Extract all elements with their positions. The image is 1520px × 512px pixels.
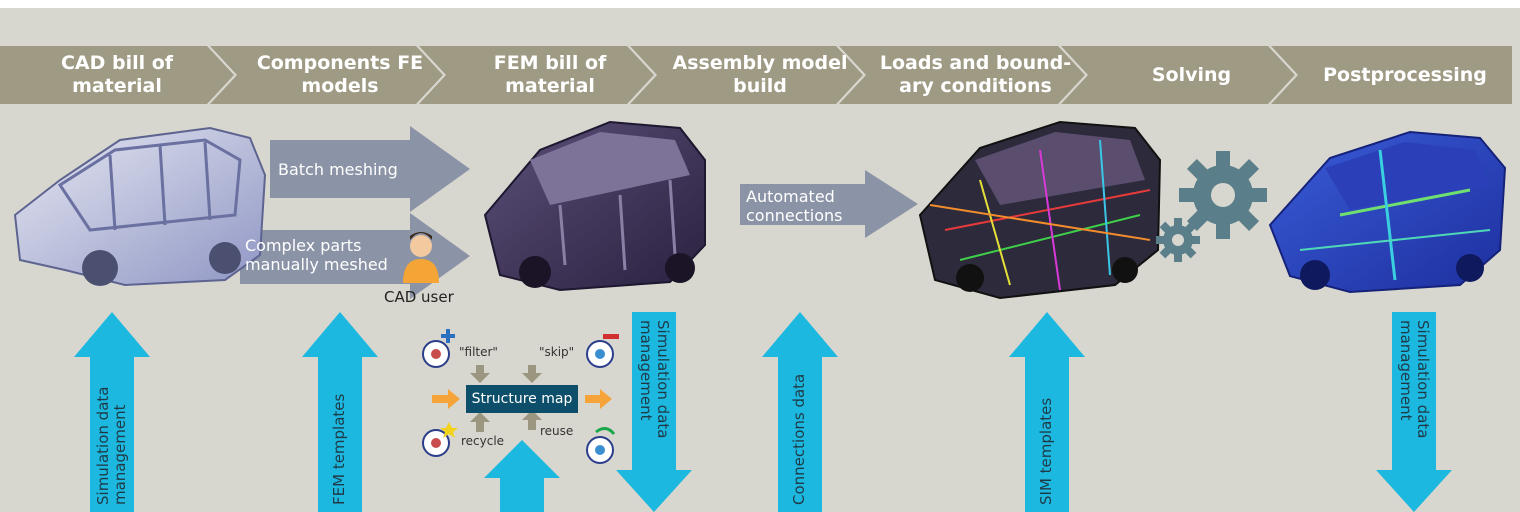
car-body-cad-image: [13, 126, 267, 287]
step-solving: Solving: [1151, 63, 1232, 86]
complex-parts-label: Complex parts manually meshed: [245, 236, 388, 274]
chevron-row: [0, 46, 1512, 104]
structure-in-arrow: [432, 389, 460, 409]
structure-map-small-arrows: [470, 365, 542, 432]
step-postprocessing: Postprocessing: [1323, 63, 1487, 86]
arrow-up-1: [74, 312, 150, 512]
car-body-assembly-image: [918, 120, 1162, 300]
automated-connections-label: Automated connections: [746, 187, 843, 225]
chevron-6: [1061, 46, 1295, 104]
arrow-down-3: [616, 312, 692, 512]
filter-label: "filter": [459, 345, 498, 359]
step-loads-and-boundary-conditions: Loads and bound- ary conditions: [879, 52, 1072, 97]
arrow-4-label: Connections data: [790, 373, 808, 505]
reuse-part-icon: [586, 427, 616, 464]
arrow-down-6: [1376, 312, 1452, 512]
structure-out-arrow: [585, 389, 612, 409]
chevron-1: [0, 46, 234, 104]
chevron-7: [1271, 46, 1512, 104]
skip-part-icon: [586, 334, 619, 368]
step-fem-bill-of-material: FEM bill of material: [493, 52, 607, 97]
arrow-up-structure: [484, 440, 560, 512]
arrow-2-label: FEM templates: [330, 393, 348, 505]
car-body-postprocessing-image: [1268, 130, 1507, 294]
reuse-label: reuse: [540, 424, 574, 438]
chevron-5: [839, 46, 1085, 104]
user-icon: [403, 232, 439, 283]
recycle-part-icon: [422, 422, 458, 457]
structure-map-box: [466, 385, 578, 413]
arrow-3-label: Simulation data management: [637, 320, 672, 439]
chevron-3: [419, 46, 654, 104]
filter-down-arrow: [470, 365, 490, 383]
batch-meshing-arrow: [270, 126, 470, 212]
arrow-up-4: [762, 312, 838, 512]
step-assembly-model-build: Assembly model build: [672, 52, 848, 97]
arrow-6-label: Simulation data management: [1397, 320, 1432, 439]
chevron-2: [210, 46, 443, 104]
arrow-5-label: SIM templates: [1037, 397, 1055, 505]
recycle-up-arrow: [470, 412, 490, 432]
cad-user-label: CAD user: [384, 288, 454, 306]
arrow-up-2: [302, 312, 378, 512]
step-components-fe-models: Components FE models: [256, 52, 424, 97]
chevron-4: [630, 46, 863, 104]
structure-map-label: Structure map: [471, 391, 573, 407]
car-body-fem-image: [483, 120, 706, 292]
batch-meshing-label: Batch meshing: [278, 160, 398, 179]
reuse-up-arrow: [522, 410, 542, 430]
gear-icon: [1156, 151, 1267, 262]
skip-label: "skip": [539, 345, 575, 359]
filter-part-icon: [422, 329, 455, 368]
automated-connections-arrow: [740, 170, 918, 238]
step-cad-bill-of-material: CAD bill of material: [60, 52, 174, 97]
arrow-up-5: [1009, 312, 1085, 512]
recycle-label: recycle: [461, 434, 505, 448]
arrow-1-label: Simulation data management: [94, 386, 129, 505]
skip-down-arrow: [522, 365, 542, 383]
